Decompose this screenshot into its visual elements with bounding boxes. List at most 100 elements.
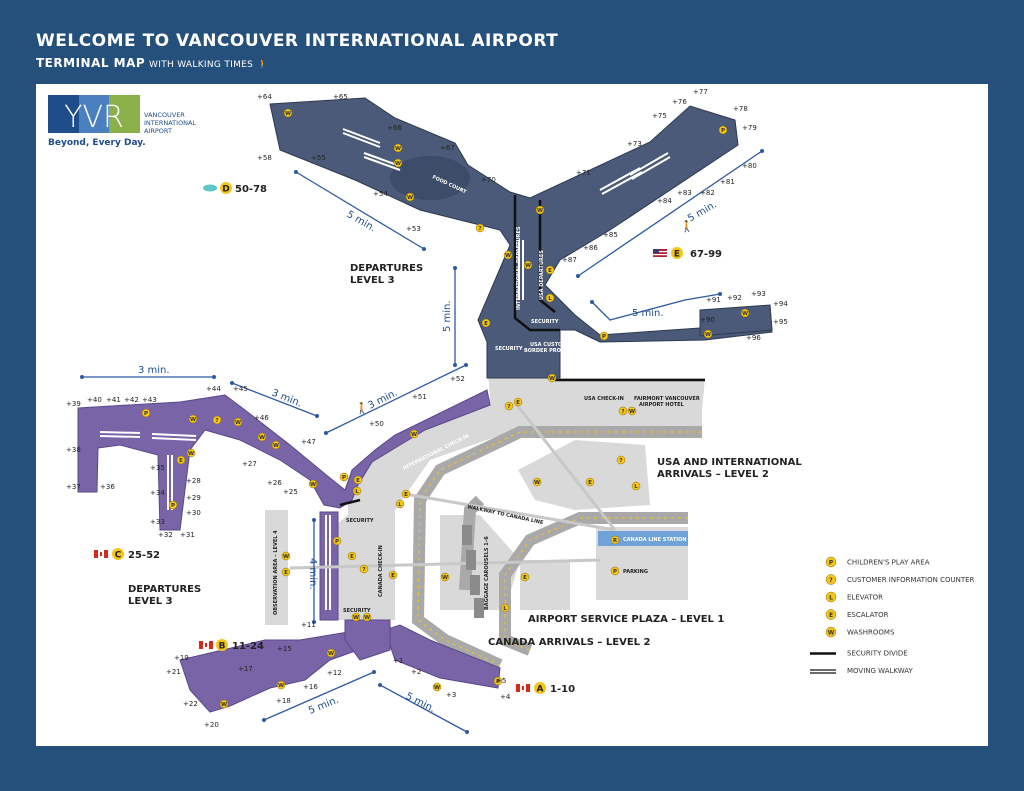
info-marker-icon: ? [618, 406, 628, 416]
departures-c-line2: LEVEL 3 [128, 596, 173, 607]
gate-label: +75 [652, 112, 667, 120]
washroom-marker-icon: W [740, 308, 750, 318]
pier-range-d: 50-78 [235, 184, 267, 195]
svg-text:E: E [404, 492, 408, 498]
gate-label: +44 [206, 385, 221, 393]
gate-label: +33 [150, 518, 165, 526]
svg-text:P: P [721, 128, 725, 134]
washroom-marker-icon: W [432, 682, 442, 692]
walk-time-b: 5 min. [307, 695, 340, 717]
svg-text:E: E [391, 573, 395, 579]
pier-letter-d: D [222, 185, 229, 195]
logo-tagline: Beyond, Every Day. [48, 138, 146, 148]
washroom-marker-icon: W [503, 250, 513, 260]
gate-label: +66 [387, 124, 402, 132]
play-marker-icon: P [599, 331, 609, 341]
gate-label: +91 [706, 296, 721, 304]
gate-label: +17 [238, 665, 253, 673]
escalator-marker-icon: E [388, 570, 398, 580]
svg-text:E: E [548, 268, 552, 274]
svg-text:W: W [310, 482, 316, 488]
subtitle-small: WITH WALKING TIMES [149, 60, 254, 70]
escalator-icon: E [825, 609, 837, 620]
svg-text:W: W [705, 332, 711, 338]
gate-label: +73 [627, 140, 642, 148]
escalator-marker-icon: E [585, 477, 595, 487]
gate-label: +28 [186, 477, 201, 485]
svg-text:W: W [328, 651, 334, 657]
gate-label: +3 [446, 691, 456, 699]
gate-label: +1 [393, 657, 403, 665]
gate-label: +42 [124, 396, 139, 404]
svg-text:W: W [259, 435, 265, 441]
info-marker-icon: ? [616, 455, 626, 465]
gate-label: +43 [142, 396, 157, 404]
pier-badge-e: E 67-99 [653, 247, 722, 260]
map-panel: YVR VANCOUVER INTERNATIONAL AIRPORT Beyo… [36, 84, 988, 746]
legend-label: SECURITY DIVIDE [847, 650, 908, 658]
gate-label: +19 [174, 654, 189, 662]
svg-text:P: P [602, 334, 606, 340]
gate-label: +40 [87, 396, 102, 404]
info-marker-icon: ? [504, 401, 514, 411]
usa-arrivals-line2: ARRIVALS – LEVEL 2 [657, 469, 769, 480]
elevator-marker-icon: L [352, 486, 362, 496]
play-marker-icon: P [339, 472, 349, 482]
play-marker-icon: P [141, 408, 151, 418]
gate-label: +34 [150, 489, 165, 497]
escalator-marker-icon: E [481, 318, 491, 328]
label-security-checkin: SECURITY [610, 374, 638, 380]
gate-label: +26 [267, 479, 282, 487]
domestic-area [77, 389, 501, 713]
escalator-marker-icon: E [513, 397, 523, 407]
label-usa-checkin: USA CHECK-IN [584, 396, 624, 402]
gate-label: +53 [406, 225, 421, 233]
gate-label: +4 [500, 693, 511, 701]
station-marker-icon: R [610, 535, 620, 545]
svg-text:?: ? [621, 409, 624, 415]
pier-badge-a: A 1-10 [516, 682, 575, 695]
svg-text:W: W [188, 451, 194, 457]
svg-text:P: P [144, 411, 148, 417]
gate-label: +90 [700, 316, 715, 324]
departures-d-line2: LEVEL 3 [350, 275, 395, 286]
gate-label: +29 [186, 494, 201, 502]
walk-time-e-lower: 5 min. [632, 308, 664, 319]
svg-text:W: W [828, 630, 835, 637]
washroom-marker-icon: W [362, 612, 372, 622]
svg-text:W: W [534, 480, 540, 486]
svg-text:E: E [829, 612, 833, 619]
washroom-marker-icon: W [188, 414, 198, 424]
pier-letter-a: A [537, 685, 544, 695]
pier-badge-c: C 25-52 [94, 548, 160, 561]
walk-time-c-top: 3 min. [138, 365, 170, 376]
svg-text:W: W [190, 417, 196, 423]
svg-text:E: E [179, 458, 183, 464]
washroom-marker-icon: W [393, 143, 403, 153]
walk-time-c-mid: 3 min. [270, 388, 303, 410]
svg-text:W: W [537, 208, 543, 214]
svg-text:E: E [356, 478, 360, 484]
gate-label: +77 [693, 88, 708, 96]
svg-text:E: E [350, 554, 354, 560]
canada-flag-icon [203, 184, 217, 192]
canada-line-walkway [289, 404, 617, 570]
svg-text:E: E [516, 400, 520, 406]
washroom-marker-icon: W [351, 612, 361, 622]
svg-text:L: L [829, 595, 833, 602]
escalator-marker-icon: E [545, 265, 555, 275]
washroom-marker-icon: W [703, 329, 713, 339]
gate-label: +22 [183, 700, 198, 708]
svg-text:P: P [496, 679, 500, 685]
gate-label: +46 [254, 414, 269, 422]
svg-text:W: W [353, 615, 359, 621]
svg-text:L: L [634, 484, 638, 490]
svg-text:?: ? [507, 404, 510, 410]
svg-text:W: W [411, 432, 417, 438]
pier-letter-e: E [674, 250, 680, 260]
service-plaza-label: AIRPORT SERVICE PLAZA – LEVEL 1 [528, 614, 724, 625]
gate-label: +21 [166, 668, 181, 676]
svg-text:W: W [221, 702, 227, 708]
